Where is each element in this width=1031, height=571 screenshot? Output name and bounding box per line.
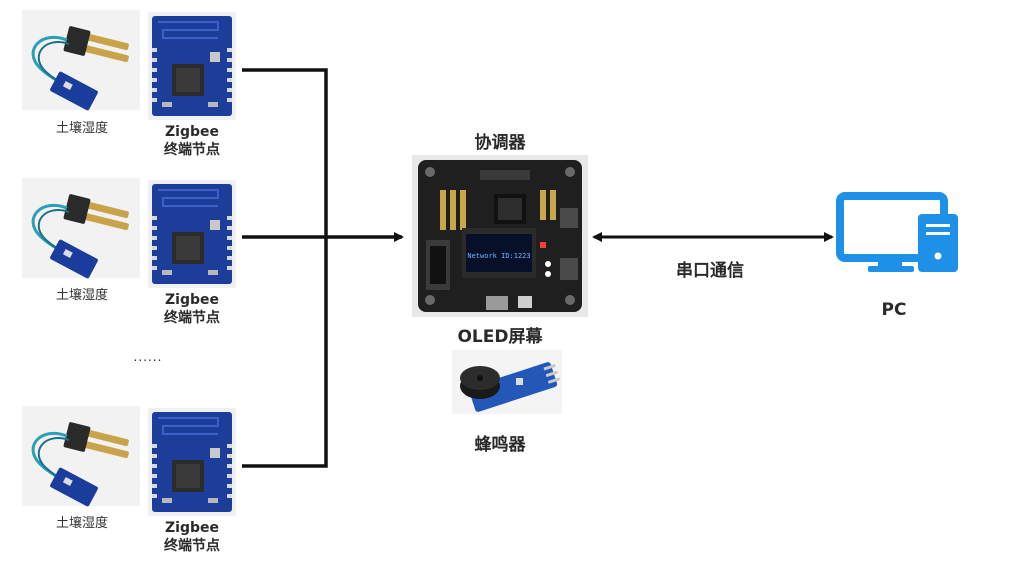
buzzer-label: 蜂鸣器 <box>474 435 526 455</box>
wire-node-1 <box>242 68 328 468</box>
zigbee-label-2-line1: Zigbee <box>165 292 219 308</box>
zigbee-module-image-2 <box>147 179 237 289</box>
coordinator-board-image <box>412 155 588 317</box>
serial-link-label: 串口通信 <box>676 261 744 281</box>
soil-sensor-image-1 <box>20 8 142 113</box>
zigbee-label-1-line1: Zigbee <box>165 124 219 140</box>
zigbee-label-2-line2: 终端节点 <box>164 310 220 326</box>
oled-screen-text: Network ID:1223 <box>467 252 530 260</box>
pc-label: PC <box>881 300 907 320</box>
pc-icon <box>836 192 958 272</box>
buzzer-image <box>452 350 562 414</box>
sensor-label-2: 土壤湿度 <box>55 288 108 303</box>
zigbee-label-1-line2: 终端节点 <box>164 142 220 158</box>
zigbee-module-image-1 <box>147 11 237 121</box>
soil-sensor-image-3 <box>20 404 142 509</box>
zigbee-module-image-3 <box>147 407 237 517</box>
zigbee-label-3-line2: 终端节点 <box>164 538 220 554</box>
soil-sensor-image-2 <box>20 176 142 281</box>
zigbee-label-3-line1: Zigbee <box>165 520 219 536</box>
oled-label: OLED屏幕 <box>457 327 543 347</box>
coordinator-title: 协调器 <box>474 133 526 153</box>
node-wires <box>242 68 404 468</box>
more-nodes-ellipsis: ...... <box>133 350 163 364</box>
sensor-label-1: 土壤湿度 <box>55 121 108 136</box>
sensor-label-3: 土壤湿度 <box>55 516 108 531</box>
